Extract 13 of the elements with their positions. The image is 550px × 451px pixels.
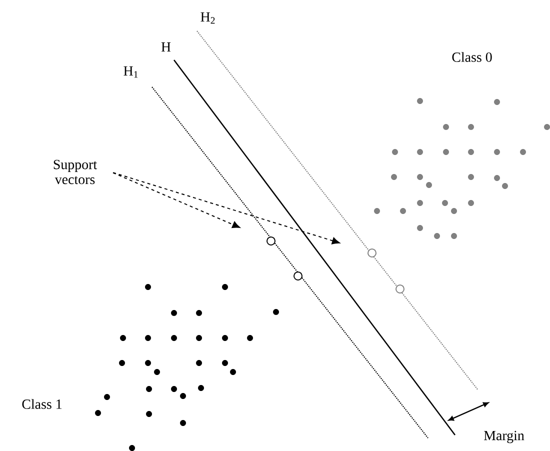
margin-label: Margin (484, 430, 524, 444)
leader-arrow (112, 172, 240, 228)
callout-text: Support vectors (54, 160, 98, 184)
class-label: Class 0 (452, 52, 492, 62)
support-vector-point (396, 284, 404, 294)
support-vector-point (266, 236, 276, 246)
hyperplane-label: H$_{1}$ (124, 66, 138, 78)
hyperplane-label: H (161, 42, 171, 52)
support-vector-point (368, 248, 376, 258)
hyperplane-label: H$_{2}$ (200, 12, 215, 24)
leader-arrow (112, 172, 340, 244)
support-vector-point (294, 272, 302, 280)
class-label: Class 1 (22, 399, 62, 409)
